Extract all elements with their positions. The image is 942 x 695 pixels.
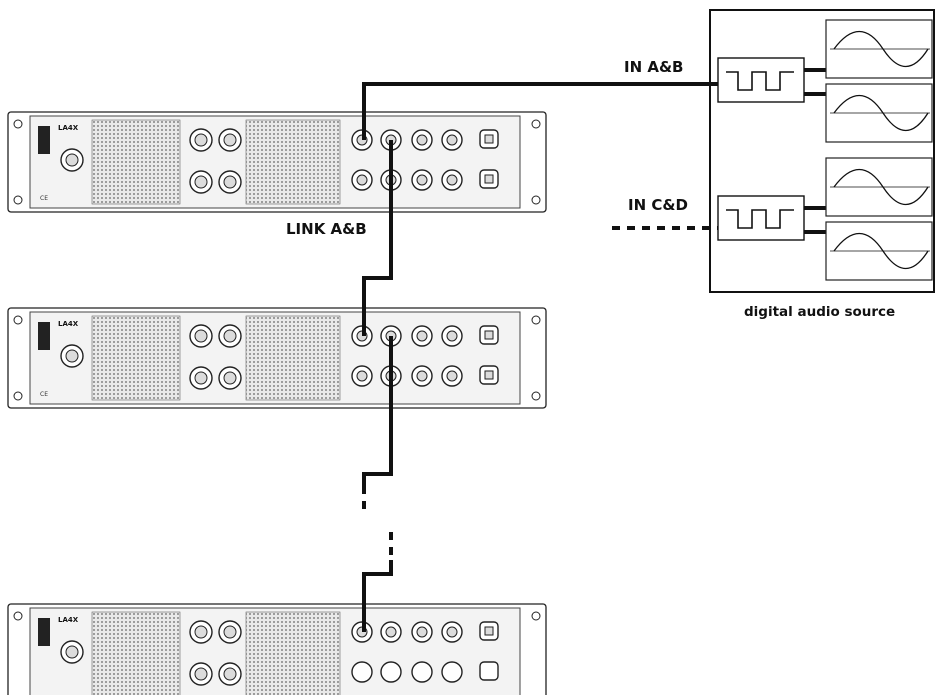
- speakon-connector-icon: [223, 625, 237, 639]
- rack-hole-icon: [531, 195, 541, 205]
- ethercon-ports: [479, 325, 499, 385]
- ethercon-ports: [479, 129, 499, 189]
- rack-hole-icon: [13, 391, 23, 401]
- brand-label: LA4X: [58, 124, 79, 132]
- amplifier-unit-3: LA4X: [7, 603, 547, 695]
- ethercon-ports: [479, 621, 499, 681]
- ethernet-port-icon: [484, 174, 494, 184]
- rack-hole-icon: [13, 119, 23, 129]
- sine-wave-box-b: [825, 83, 933, 143]
- digital-signal-box-ab: [717, 57, 805, 103]
- xlr-connector-icon: [416, 174, 428, 186]
- speakon-connector-icon: [223, 175, 237, 189]
- square-wave-icon: [726, 209, 794, 229]
- rack-hole-icon: [13, 611, 23, 621]
- speakon-connector-icon: [194, 329, 208, 343]
- cable-link-ab-3: [362, 560, 393, 632]
- xlr-connector-icon: [411, 661, 433, 683]
- vent-grille: [91, 119, 181, 205]
- xlr-connector-icon: [416, 626, 428, 638]
- xlr-connector-icon: [441, 661, 463, 683]
- source-caption: digital audio source: [744, 304, 895, 320]
- label-in-cd: IN C&D: [628, 196, 688, 214]
- amplifier-unit-1: LA4X CE: [7, 111, 547, 213]
- label-plate: [38, 618, 50, 646]
- ethernet-port-icon: [484, 330, 494, 340]
- xlr-connector-icon: [416, 370, 428, 382]
- brand-label: LA4X: [58, 616, 79, 624]
- xlr-connector-icon: [446, 134, 458, 146]
- digital-signal-box-cd: [717, 195, 805, 241]
- speakon-connector-icon: [223, 133, 237, 147]
- xlr-connector-icon: [351, 661, 373, 683]
- label-link-ab: LINK A&B: [286, 220, 367, 238]
- sine-wave-box-c: [825, 157, 933, 217]
- ethernet-port-icon: [484, 134, 494, 144]
- label-plate: [38, 322, 50, 350]
- sine-wave-box-a: [825, 19, 933, 79]
- cable-in-ab: [362, 82, 718, 140]
- ce-mark-icon: CE: [40, 391, 48, 398]
- vent-grille: [245, 119, 341, 205]
- xlr-connector-icon: [446, 626, 458, 638]
- speakon-outputs: [189, 620, 242, 686]
- xlr-connector-icon: [446, 330, 458, 342]
- power-connector-icon: [65, 645, 79, 659]
- cable-link-ab-1: [362, 140, 393, 336]
- cable-link-ab-2: [362, 336, 393, 486]
- xlr-connector-icon: [380, 661, 402, 683]
- rack-hole-icon: [531, 611, 541, 621]
- speakon-connector-icon: [194, 625, 208, 639]
- digital-audio-source: [709, 9, 935, 293]
- power-connector-icon: [65, 349, 79, 363]
- ethernet-port-icon: [484, 370, 494, 380]
- xlr-link-ab-connector-icon: [385, 626, 397, 638]
- vent-grille: [91, 611, 181, 695]
- xlr-connector-icon: [356, 370, 368, 382]
- speakon-connector-icon: [223, 371, 237, 385]
- speakon-connector-icon: [194, 175, 208, 189]
- xlr-connector-icon: [356, 174, 368, 186]
- ce-mark-icon: CE: [40, 195, 48, 202]
- vent-grille: [91, 315, 181, 401]
- speakon-connector-icon: [194, 371, 208, 385]
- sine-wave-box-d: [825, 221, 933, 281]
- speakon-connector-icon: [194, 667, 208, 681]
- label-plate: [38, 126, 50, 154]
- speakon-outputs: [189, 128, 242, 194]
- xlr-inputs: [351, 621, 463, 683]
- rack-hole-icon: [531, 391, 541, 401]
- xlr-inputs: [351, 129, 463, 191]
- speakon-connector-icon: [194, 133, 208, 147]
- speakon-outputs: [189, 324, 242, 390]
- ethernet-port-icon: [479, 661, 499, 681]
- vent-grille: [245, 611, 341, 695]
- speakon-connector-icon: [223, 329, 237, 343]
- ethernet-port-icon: [484, 626, 494, 636]
- rack-hole-icon: [531, 119, 541, 129]
- square-wave-icon: [726, 71, 794, 91]
- amplifier-unit-2: LA4X CE: [7, 307, 547, 409]
- rack-hole-icon: [531, 315, 541, 325]
- brand-label: LA4X: [58, 320, 79, 328]
- rack-hole-icon: [13, 315, 23, 325]
- xlr-connector-icon: [416, 330, 428, 342]
- xlr-connector-icon: [446, 174, 458, 186]
- label-in-ab: IN A&B: [624, 58, 683, 76]
- xlr-connector-icon: [446, 370, 458, 382]
- vent-grille: [245, 315, 341, 401]
- rack-hole-icon: [13, 195, 23, 205]
- speakon-connector-icon: [223, 667, 237, 681]
- xlr-connector-icon: [416, 134, 428, 146]
- power-connector-icon: [65, 153, 79, 167]
